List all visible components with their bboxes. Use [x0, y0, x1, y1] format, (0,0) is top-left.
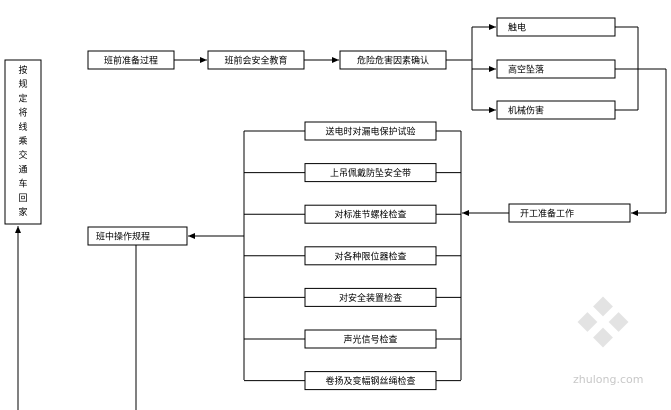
work-preparation-label: 开工准备工作 [520, 208, 574, 220]
in-shift-operation-label: 班中操作规程 [96, 231, 150, 243]
watermark-site: zhulong.com [573, 373, 643, 386]
pre-shift-safety-meeting-label: 班前会安全教育 [224, 55, 287, 67]
left-vertical-box [4, 59, 42, 225]
hazard-electric-label: 触电 [508, 22, 526, 34]
check-leakage-protection-label: 送电时对漏电保护试验 [325, 126, 415, 138]
check-limiters-label: 对各种限位器检查 [334, 250, 406, 262]
check-standard-section-bolts-label: 对标准节螺栓检查 [334, 209, 406, 221]
hazard-fall-label: 高空坠落 [508, 64, 544, 76]
zhulong-logo [577, 296, 629, 348]
check-hoist-wire-rope-label: 卷扬及变幅钢丝绳检查 [325, 375, 415, 387]
check-safety-belt-label: 上吊佩戴防坠安全带 [330, 167, 411, 179]
check-safety-devices-label: 对安全装置检查 [339, 292, 402, 304]
checks-column: 送电时对漏电保护试验上吊佩戴防坠安全带对标准节螺栓检查对各种限位器检查对安全装置… [244, 121, 461, 391]
check-sound-light-signal-label: 声光信号检查 [343, 334, 397, 346]
hazard-confirmation-label: 危险危害因素确认 [357, 55, 429, 67]
pre-shift-preparation-label: 班前准备过程 [104, 55, 158, 67]
hazard-mechanical-label: 机械伤害 [508, 105, 544, 117]
in-shift-operation-box [87, 226, 188, 246]
left-vertical-label: 按规定将线乘交通车回家 [18, 64, 27, 218]
